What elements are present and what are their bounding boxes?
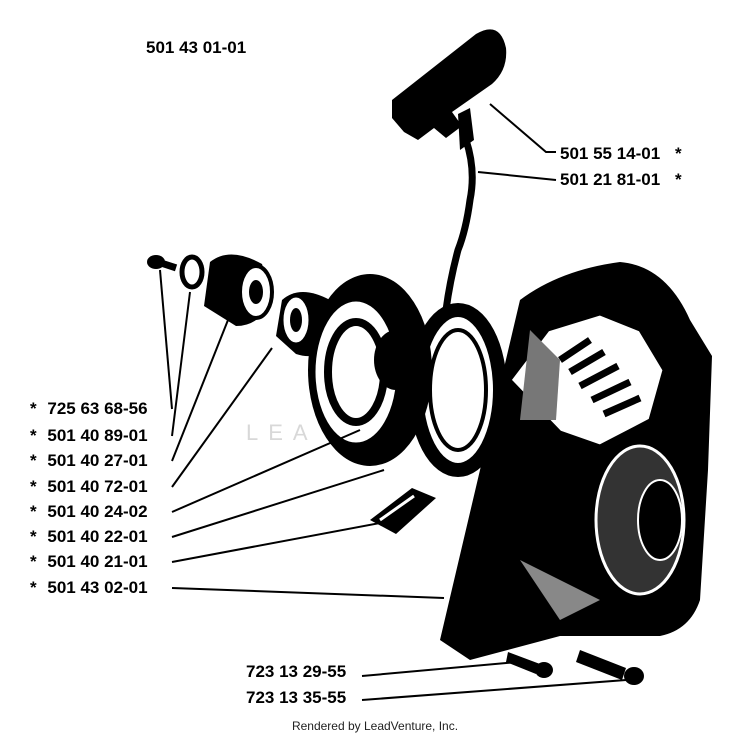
bushing xyxy=(204,254,274,326)
part-star: * xyxy=(30,578,37,597)
assembly-number: 501 43 01-01 xyxy=(146,38,247,57)
part-number: 725 63 68-56 xyxy=(47,399,148,418)
starter-rope xyxy=(442,138,476,311)
part-star: * xyxy=(30,502,37,521)
part-label-left-8: * 501 43 02-01 xyxy=(30,578,148,598)
starter-housing xyxy=(440,262,712,660)
part-label-left-6: * 501 40 22-01 xyxy=(30,527,148,547)
part-star: * xyxy=(30,552,37,571)
housing-screw-1 xyxy=(506,652,553,678)
part-star: * xyxy=(30,477,37,496)
part-star: * xyxy=(30,527,37,546)
watermark: LEA xyxy=(246,420,318,445)
part-label-bottom-2: 723 13 35-55 xyxy=(246,688,347,707)
part-number: 501 43 02-01 xyxy=(47,578,148,597)
part-star: * xyxy=(30,426,37,445)
housing-screw-2 xyxy=(576,650,644,685)
part-number: 501 40 21-01 xyxy=(47,552,148,571)
part-label-left-3: * 501 40 27-01 xyxy=(30,451,148,471)
part-number: 501 40 89-01 xyxy=(47,426,148,445)
screw-small xyxy=(147,255,178,272)
pulley xyxy=(308,274,432,466)
part-label-left-7: * 501 40 21-01 xyxy=(30,552,148,572)
washer xyxy=(179,254,205,290)
part-number: 501 40 72-01 xyxy=(47,477,148,496)
part-star: * xyxy=(674,144,682,163)
part-label-left-5: * 501 40 24-02 xyxy=(30,502,148,522)
part-label-left-4: * 501 40 72-01 xyxy=(30,477,148,497)
starter-handle xyxy=(392,29,507,150)
footer-credit: Rendered by LeadVenture, Inc. xyxy=(291,719,459,733)
leader-lines xyxy=(159,103,627,701)
part-label-bottom-1: 723 13 29-55 xyxy=(246,662,347,681)
part-number: 501 55 14-01 xyxy=(560,144,661,163)
part-number: 501 40 22-01 xyxy=(47,527,148,546)
part-label-left-1: * 725 63 68-56 xyxy=(30,399,148,419)
part-star: * xyxy=(30,451,37,470)
part-number: 501 40 24-02 xyxy=(47,502,148,521)
part-number: 501 21 81-01 xyxy=(560,170,661,189)
part-label-right-1: 501 55 14-01 * xyxy=(560,144,682,164)
part-label-left-2: * 501 40 89-01 xyxy=(30,426,148,446)
part-star: * xyxy=(674,170,682,189)
part-number: 501 40 27-01 xyxy=(47,451,148,470)
part-label-right-2: 501 21 81-01 * xyxy=(560,170,682,190)
part-star: * xyxy=(30,399,37,418)
